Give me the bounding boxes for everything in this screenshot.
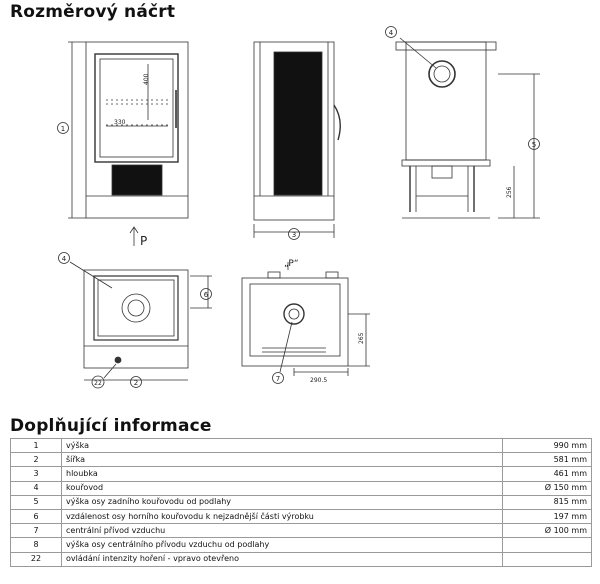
- marker-2: [130, 376, 142, 388]
- row-number: 22: [10, 551, 62, 567]
- label-3: 3: [292, 231, 296, 239]
- label-5: 5: [532, 141, 536, 149]
- front-view: [57, 41, 189, 246]
- row-number: 7: [10, 523, 62, 539]
- label-4-back: 4: [389, 29, 394, 37]
- row-value: 461 mm: [502, 466, 592, 482]
- side-view: [253, 41, 341, 240]
- row-label: výška: [61, 437, 503, 454]
- label-6: 6: [204, 291, 209, 299]
- top-view: [58, 252, 212, 389]
- row-value: Ø 100 mm: [502, 523, 592, 539]
- row-value: Ø 150 mm: [502, 480, 592, 496]
- label-front-arrow: P: [140, 234, 147, 248]
- label-7: 7: [276, 375, 280, 383]
- marker-22: [91, 375, 105, 389]
- row-value: [502, 551, 592, 567]
- label-1: 1: [61, 125, 65, 133]
- label-bottom-arrow: „P“: [284, 259, 299, 269]
- row-value: [502, 537, 592, 553]
- dimension-sketch: 1 400 330 P 3 4 5 256 4 6 22 2 „P“ 7 265…: [57, 26, 540, 389]
- sketch-title: Rozměrový náčrt: [10, 2, 176, 22]
- label-inner-width: 330: [114, 119, 126, 126]
- back-view: [385, 26, 540, 219]
- row-value: 990 mm: [502, 437, 592, 454]
- row-number: 5: [10, 494, 62, 510]
- row-label: šířka: [61, 452, 503, 468]
- row-number: 3: [10, 466, 62, 482]
- row-number: 8: [10, 537, 62, 553]
- marker-5: [528, 138, 540, 150]
- label-2: 2: [134, 379, 138, 387]
- row-label: výška osy centrálního přívodu vzduchu od…: [61, 537, 503, 553]
- row-label: hloubka: [61, 466, 503, 482]
- row-number: 4: [10, 480, 62, 496]
- row-label: centrální přívod vzduchu: [61, 523, 503, 539]
- row-value: 815 mm: [502, 494, 592, 510]
- label-22: 22: [94, 380, 102, 387]
- row-number: 6: [10, 508, 62, 525]
- bottom-view: [241, 262, 370, 384]
- label-290-5: 290.5: [310, 377, 327, 384]
- row-label: výška osy zadního kouřovodu od podlahy: [61, 494, 503, 510]
- label-inner-height: 400: [143, 73, 150, 85]
- label-256: 256: [506, 186, 513, 198]
- marker-1: [57, 122, 69, 134]
- marker-3: [288, 228, 300, 240]
- row-value: 581 mm: [502, 452, 592, 468]
- label-265: 265: [358, 332, 365, 344]
- row-label: vzdálenost osy horního kouřovodu k nejza…: [61, 508, 503, 525]
- label-4-top: 4: [62, 255, 67, 263]
- marker-6: [200, 288, 212, 300]
- row-value: 197 mm: [502, 508, 592, 525]
- marker-4-top: [58, 252, 70, 264]
- marker-4-back: [385, 26, 397, 38]
- row-label: kouřovod: [61, 480, 503, 496]
- row-number: 1: [10, 437, 62, 454]
- marker-7: [272, 372, 284, 384]
- info-title: Doplňující informace: [10, 416, 212, 436]
- row-label: ovládání intenzity hoření - vpravo otevř…: [61, 551, 503, 567]
- row-number: 2: [10, 452, 62, 468]
